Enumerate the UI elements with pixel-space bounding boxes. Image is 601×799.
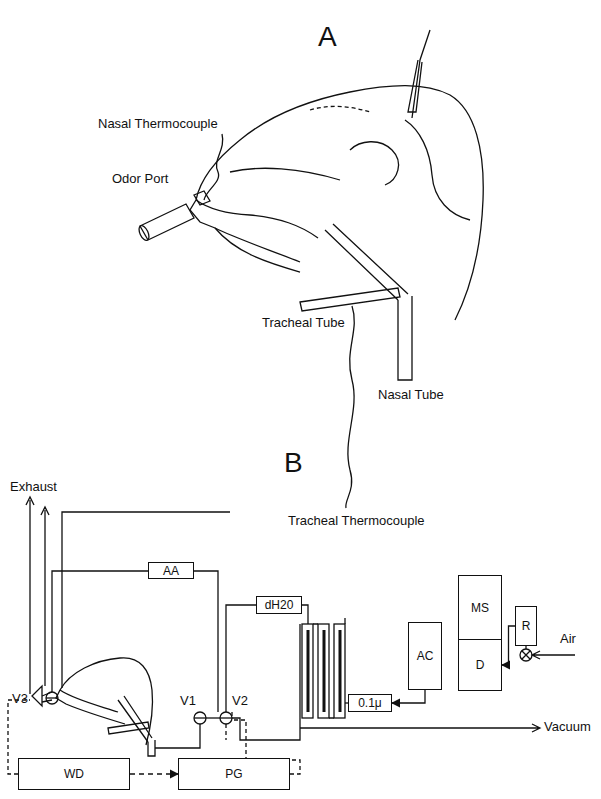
ms-box: MS [458,575,502,640]
valve-label: V1 [180,694,196,708]
flow-connector [130,773,178,774]
box-label: WD [64,768,84,780]
flow-connector [502,626,515,665]
part-label: Tracheal Tube [262,316,345,330]
d-box: D [458,639,502,691]
part-label: Nasal Tube [378,388,444,402]
column-box: AC [408,622,442,690]
regulator-box: R [515,606,537,646]
rat-head-a [137,30,483,508]
valve-label: V2 [232,694,248,708]
box-label: 0.1μ [358,697,382,709]
rat-head-b [32,658,155,756]
part-label: Vacuum [544,720,591,734]
box-label: PG [225,768,242,780]
water-box: dH20 [256,596,302,614]
flow-connector [392,690,425,703]
panel-letter: B [284,448,303,479]
filter-box: 0.1μ [348,694,392,712]
box-label: dH20 [265,599,294,611]
part-label: Exhaust [10,480,57,494]
analyzer-box: AA [148,562,194,579]
flow-lines [8,497,575,774]
part-label: Tracheal Thermocouple [288,514,425,528]
box-label: R [522,620,531,632]
box-label: AA [163,565,179,577]
pg-box: PG [178,758,290,790]
part-label: Odor Port [112,172,168,186]
box-label: MS [471,602,489,614]
part-label: Nasal Thermocouple [98,117,218,131]
valve-label: V3 [12,692,28,706]
part-label: Air [560,632,576,646]
box-label: D [476,659,485,671]
box-label: AC [417,650,434,662]
panel-letter: A [318,22,337,53]
wd-box: WD [18,758,130,790]
